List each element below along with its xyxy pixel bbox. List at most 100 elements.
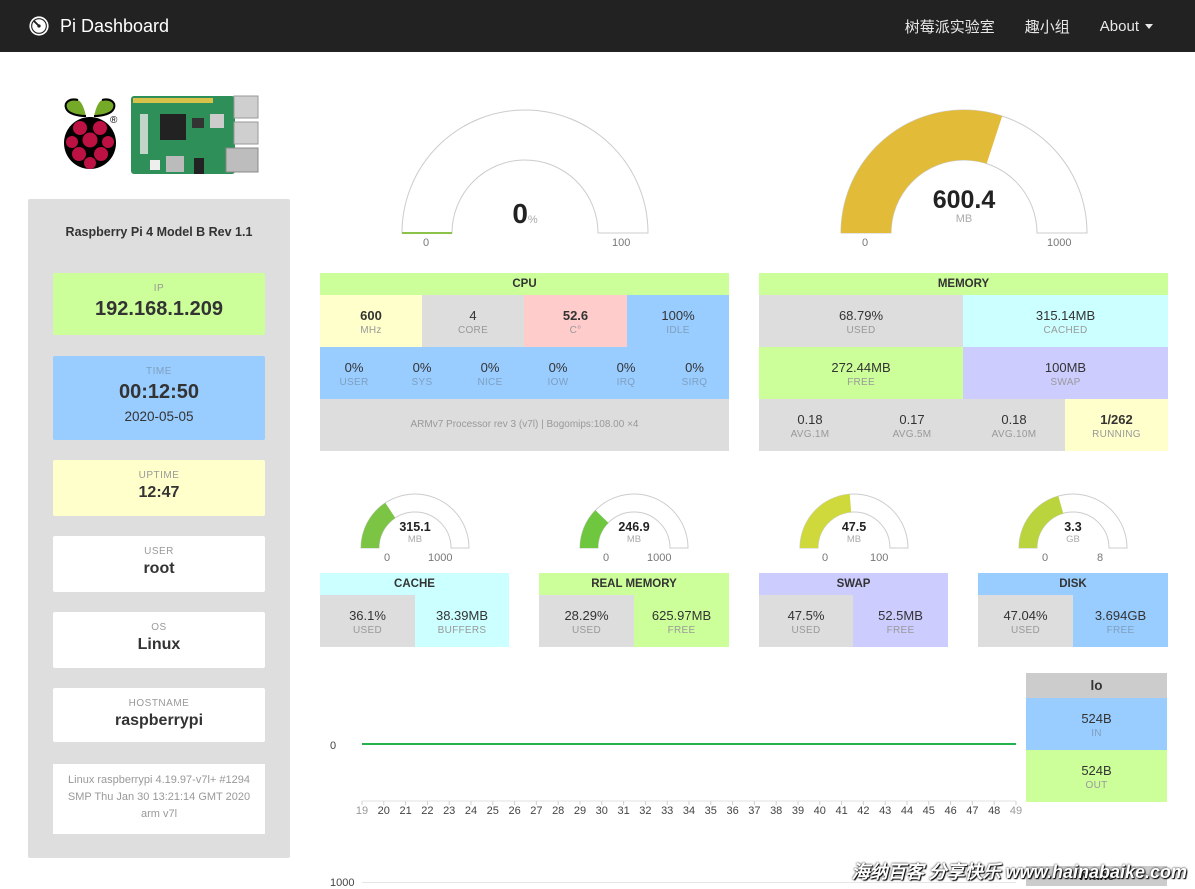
os-card: OS Linux xyxy=(53,612,265,668)
cache-gauge-value: 315.1 xyxy=(385,520,445,534)
navbar: Pi Dashboard 树莓派实验室 趣小组 About xyxy=(0,0,1195,52)
network-in-value: 524B xyxy=(1026,711,1167,726)
network-chart-x-label: 45 xyxy=(923,805,935,817)
load-avg-1m-cell: 0.18 AVG.1M xyxy=(759,399,861,440)
running-processes-label: RUNNING xyxy=(1065,429,1168,440)
ip-value: 192.168.1.209 xyxy=(53,298,265,321)
memory-gauge-max: 1000 xyxy=(1047,237,1071,249)
network-chart-x-label: 30 xyxy=(596,805,608,817)
real-memory-gauge-value: 246.9 xyxy=(604,520,664,534)
nav-about-dropdown[interactable]: About xyxy=(1100,18,1153,35)
time-card: TIME 00:12:50 2020-05-05 xyxy=(53,356,265,440)
hostname-label: HOSTNAME xyxy=(53,698,265,709)
memory-gauge-min: 0 xyxy=(862,237,868,249)
load-avg-1m-value: 0.18 xyxy=(759,412,861,427)
caret-down-icon xyxy=(1145,24,1153,29)
brand[interactable]: Pi Dashboard xyxy=(28,15,169,37)
disk-gauge-max: 8 xyxy=(1097,552,1103,564)
network-chart-x-label: 43 xyxy=(879,805,891,817)
swap-panel: SWAP 47.5% USED 52.5MB FREE xyxy=(759,573,948,647)
cpu-iow-cell: 0% IOW xyxy=(524,347,592,388)
disk-free-cell: 3.694GB FREE xyxy=(1073,595,1168,647)
time-value: 00:12:50 xyxy=(53,381,265,404)
load-avg-10m-label: AVG.10M xyxy=(963,429,1065,440)
cache-buffers-value: 38.39MB xyxy=(415,608,509,623)
network-chart-x-label: 46 xyxy=(944,805,956,817)
cpu-frequency-label: MHz xyxy=(320,325,422,336)
uptime-card: UPTIME 12:47 xyxy=(53,460,265,516)
cache-used-cell: 36.1% USED xyxy=(320,595,415,647)
second-chart-y-tick: 1000 xyxy=(330,877,354,889)
real-memory-gauge-unit: MB xyxy=(604,534,664,545)
network-chart-x-label: 39 xyxy=(792,805,804,817)
swap-gauge-unit: MB xyxy=(824,534,884,545)
cpu-idle-label: IDLE xyxy=(627,325,729,336)
cpu-cores-cell: 4 CORE xyxy=(422,295,524,347)
cpu-temp-value: 52.6 xyxy=(524,308,627,323)
network-chart-x-label: 25 xyxy=(487,805,499,817)
cpu-model: ARMv7 Processor rev 3 (v7l) | Bogomips:1… xyxy=(320,399,729,451)
swap-used-value: 47.5% xyxy=(759,608,853,623)
network-chart-x-label: 34 xyxy=(683,805,695,817)
swap-used-label: USED xyxy=(759,625,853,636)
cpu-sirq-value: 0% xyxy=(660,360,729,375)
user-card: USER root xyxy=(53,536,265,592)
nav-link-group[interactable]: 趣小组 xyxy=(1025,16,1070,37)
network-chart-x-label: 28 xyxy=(552,805,564,817)
memory-used-value: 68.79% xyxy=(759,308,963,323)
disk-used-value: 47.04% xyxy=(978,608,1073,623)
network-traffic-chart xyxy=(320,676,1020,826)
network-chart-x-label: 33 xyxy=(661,805,673,817)
network-chart-x-label: 48 xyxy=(988,805,1000,817)
user-value: root xyxy=(53,560,265,578)
memory-cached-cell: 315.14MB CACHED xyxy=(963,295,1168,347)
cache-panel: CACHE 36.1% USED 38.39MB BUFFERS xyxy=(320,573,509,647)
real-memory-panel: REAL MEMORY 28.29% USED 625.97MB FREE xyxy=(539,573,729,647)
disk-panel: DISK 47.04% USED 3.694GB FREE xyxy=(978,573,1168,647)
brand-title: Pi Dashboard xyxy=(60,16,169,37)
network-chart-x-label: 49 xyxy=(1010,805,1022,817)
network-out-cell: 524B OUT xyxy=(1026,750,1167,802)
disk-gauge-value: 3.3 xyxy=(1043,520,1103,534)
load-avg-5m-cell: 0.17 AVG.5M xyxy=(861,399,963,440)
memory-free-label: FREE xyxy=(759,377,963,388)
cache-buffers-cell: 38.39MB BUFFERS xyxy=(415,595,509,647)
disk-gauge-min: 0 xyxy=(1042,552,1048,564)
swap-gauge-min: 0 xyxy=(822,552,828,564)
memory-cached-value: 315.14MB xyxy=(963,308,1168,323)
running-processes-cell: 1/262 RUNNING xyxy=(1065,399,1168,451)
memory-free-cell: 272.44MB FREE xyxy=(759,347,963,399)
nav-link-lab[interactable]: 树莓派实验室 xyxy=(905,16,995,37)
cpu-sys-value: 0% xyxy=(388,360,456,375)
nav-about-label: About xyxy=(1100,18,1139,35)
swap-free-value: 52.5MB xyxy=(853,608,948,623)
memory-gauge-value: 600.4 xyxy=(904,186,1024,215)
raspberry-pi-board-image xyxy=(130,94,260,178)
cache-gauge-max: 1000 xyxy=(428,552,452,564)
cache-buffers-label: BUFFERS xyxy=(415,625,509,636)
time-label: TIME xyxy=(53,366,265,377)
real-memory-panel-title: REAL MEMORY xyxy=(539,573,729,595)
network-in-label: IN xyxy=(1026,728,1167,739)
real-memory-free-value: 625.97MB xyxy=(634,608,729,623)
network-chart-x-label: 35 xyxy=(705,805,717,817)
registered-mark-icon: ® xyxy=(110,115,117,126)
real-memory-gauge-readout: 246.9 MB xyxy=(604,520,664,545)
kernel-info: Linux raspberrypi 4.19.97-v7l+ #1294 SMP… xyxy=(53,764,265,834)
memory-cached-label: CACHED xyxy=(963,325,1168,336)
cpu-gauge-unit: % xyxy=(528,214,538,226)
load-avg-1m-label: AVG.1M xyxy=(759,429,861,440)
load-avg-10m-cell: 0.18 AVG.10M xyxy=(963,399,1065,440)
swap-gauge-readout: 47.5 MB xyxy=(824,520,884,545)
network-chart-x-label: 41 xyxy=(835,805,847,817)
cpu-breakdown-row: 0% USER 0% SYS 0% NICE 0% IOW 0% IRQ 0% … xyxy=(320,347,729,399)
cache-panel-title: CACHE xyxy=(320,573,509,595)
disk-used-label: USED xyxy=(978,625,1073,636)
network-chart-x-label: 40 xyxy=(814,805,826,817)
disk-free-label: FREE xyxy=(1073,625,1168,636)
network-chart-x-label: 42 xyxy=(857,805,869,817)
cpu-user-value: 0% xyxy=(320,360,388,375)
real-memory-used-value: 28.29% xyxy=(539,608,634,623)
network-chart-x-label: 23 xyxy=(443,805,455,817)
